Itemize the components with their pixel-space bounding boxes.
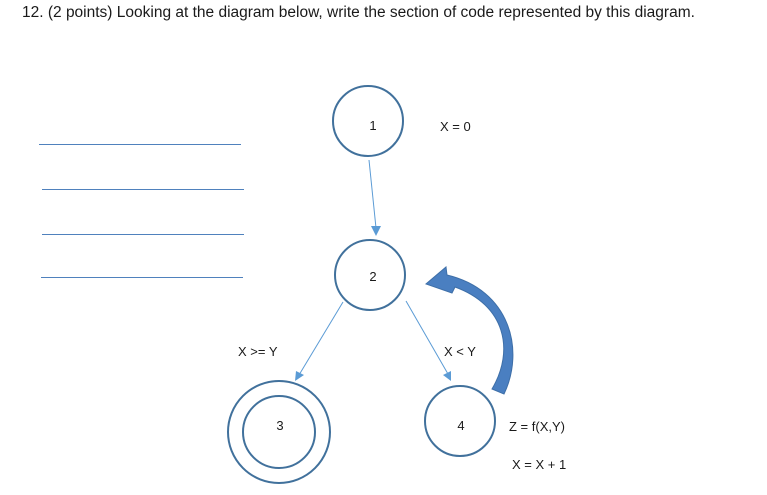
edge-2-to-3-label: X >= Y [238,344,278,359]
node-1-label: 1 [369,118,376,133]
edge-1-to-2 [368,159,381,236]
node-3-label: 3 [276,418,283,433]
node-3-final: 3 [227,380,331,484]
node-1: 1 [332,85,404,157]
question-text: 12. (2 points) Looking at the diagram be… [22,4,695,21]
node-4-label: 4 [457,418,464,433]
answer-line [42,234,244,235]
node-4-annotation-line2: X = X + 1 [512,457,566,472]
edge-2-to-4-label: X < Y [444,344,476,359]
edge-2-to-3 [295,301,344,381]
node-2: 2 [334,239,406,311]
node-4: 4 [424,385,496,457]
loop-arrow-4-to-2 [425,266,514,395]
node-1-annotation: X = 0 [440,119,471,134]
edge-2-to-4 [405,300,451,381]
answer-line [42,189,244,190]
answer-line [39,144,241,145]
node-4-annotation-line1: Z = f(X,Y) [509,419,565,434]
node-2-label: 2 [369,269,376,284]
answer-line [41,277,243,278]
